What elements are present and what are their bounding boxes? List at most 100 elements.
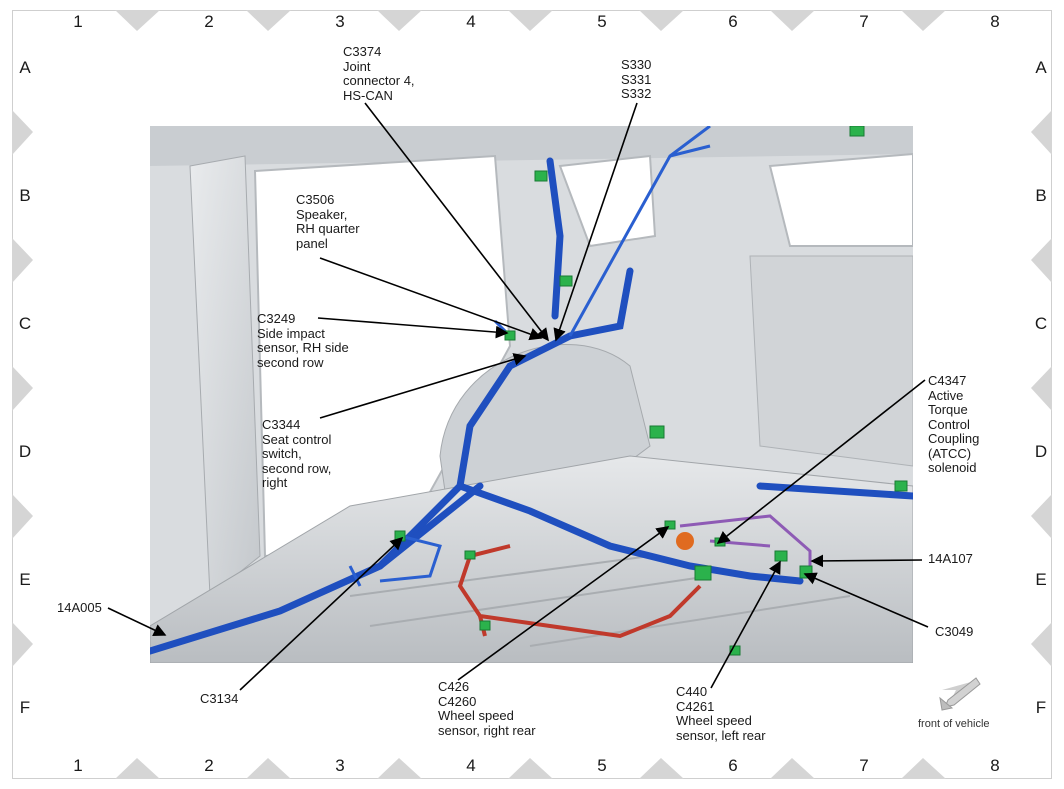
connector-green — [649, 425, 665, 439]
leader-c3344 — [319, 353, 527, 419]
leader-c3049 — [803, 572, 929, 628]
grid-row-d-right: D — [1034, 442, 1048, 461]
border-tri — [377, 758, 422, 779]
connector-green — [774, 550, 788, 562]
border-tri — [12, 238, 33, 283]
callout-c3506: C3506 Speaker, RH quarter panel — [296, 192, 360, 251]
callout-c4347-desc-1: Active — [928, 387, 964, 403]
callout-c3374-desc-2: connector 4, — [343, 73, 415, 88]
callout-c4347-desc-4: Coupling — [928, 431, 980, 446]
connector-green — [729, 645, 741, 656]
border-tri — [901, 10, 946, 31]
border-tri — [115, 758, 160, 779]
callout-s332-code: S332 — [621, 86, 652, 101]
grid-row-a-right: A — [1035, 58, 1047, 77]
callout-c3374: C3374 Joint connector 4, HS-CAN — [343, 44, 415, 103]
callout-c3374-desc-1: Joint — [343, 58, 371, 74]
leader-c3506 — [319, 257, 543, 341]
grid-col-5: 5 — [597, 12, 607, 31]
callout-c440: C440 C4261 Wheel speed sensor, left rear — [676, 684, 766, 743]
grid-col-1: 1 — [73, 12, 83, 31]
callout-c440-code: C440 — [676, 684, 708, 699]
grid-col-3-bottom: 3 — [335, 756, 345, 775]
border-tri — [12, 494, 33, 539]
callout-14a005: 14A005 — [57, 600, 102, 616]
grid-row-c-right: C — [1034, 314, 1048, 333]
border-tri — [12, 622, 33, 667]
leader-c4347 — [716, 379, 926, 544]
grid-row-d: D — [18, 442, 32, 461]
callout-c3249-desc-1: Side impact — [257, 325, 325, 341]
border-tri — [1031, 110, 1052, 155]
border-tri — [508, 10, 553, 31]
callout-c3344-desc-4: right — [262, 475, 288, 490]
callout-c3049-code: C3049 — [935, 624, 974, 639]
grid-row-e-right: E — [1035, 570, 1047, 589]
leader-c440 — [710, 560, 781, 689]
floor-ribs — [349, 555, 851, 647]
callout-c3506-desc-1: Speaker, — [296, 206, 348, 222]
border-tri — [1031, 238, 1052, 283]
leader-c426 — [457, 526, 670, 681]
grid-col-4: 4 — [466, 12, 476, 31]
connector-green — [664, 520, 676, 530]
connector-green — [534, 170, 548, 182]
grid-row-e: E — [19, 570, 31, 589]
border-tri — [246, 10, 291, 31]
grid-col-1-bottom: 1 — [73, 756, 83, 775]
grid-row-f: F — [19, 698, 31, 717]
border-tri — [1031, 366, 1052, 411]
callout-c3134-code: C3134 — [200, 691, 239, 706]
callout-14a107: 14A107 — [928, 551, 973, 567]
callout-c4347-desc-2: Torque — [928, 402, 968, 417]
connector-green — [559, 275, 573, 287]
connector-green — [894, 480, 908, 492]
floor-pan — [150, 455, 913, 663]
leader-s330 — [553, 102, 638, 342]
callout-14a107-code: 14A107 — [928, 551, 973, 566]
callout-c4347-code: C4347 — [928, 373, 967, 388]
callout-c3374-desc-3: HS-CAN — [343, 87, 393, 103]
grid-col-5-bottom: 5 — [597, 756, 607, 775]
callout-c426-code: C426 — [438, 679, 470, 694]
callout-c4347: C4347 Active Torque Control Coupling (AT… — [928, 373, 980, 476]
grid-col-6: 6 — [728, 12, 738, 31]
border-tri — [639, 10, 684, 31]
leader-c3374 — [364, 102, 549, 342]
grid-row-f-right: F — [1035, 698, 1047, 717]
callout-c440-desc-1: Wheel speed — [676, 713, 752, 728]
grid-col-2-bottom: 2 — [204, 756, 214, 775]
border-tri — [12, 366, 33, 411]
blue-thin-wires — [348, 126, 711, 587]
border-tri — [770, 10, 815, 31]
rear-right-window — [768, 152, 913, 247]
leader-14a005 — [107, 607, 167, 636]
callout-c4347-desc-5: (ATCC) — [928, 445, 972, 461]
grid-row-b-right: B — [1035, 186, 1047, 205]
callout-c3506-code: C3506 — [296, 192, 335, 207]
callout-c3344-desc-3: second row, — [262, 460, 332, 476]
callout-c440-desc-2: sensor, left rear — [676, 727, 766, 743]
connector-green — [479, 620, 491, 631]
callout-s331-code: S331 — [621, 71, 652, 87]
atcc-coupling — [676, 532, 694, 550]
front-arrow-icon — [939, 677, 981, 711]
border-tri — [115, 10, 160, 31]
callout-s330-code: S330 — [621, 57, 652, 72]
border-tri — [901, 758, 946, 779]
grid-row-c: C — [18, 314, 32, 333]
callout-c3049: C3049 — [935, 624, 974, 640]
b-pillar — [189, 155, 261, 598]
connector-green — [464, 550, 476, 560]
right-rear-structure — [749, 255, 913, 467]
grid-col-2: 2 — [204, 12, 214, 31]
grid-row-a: A — [19, 58, 31, 77]
leader-c3134 — [239, 536, 404, 691]
border-tri — [770, 758, 815, 779]
grid-col-6-bottom: 6 — [728, 756, 738, 775]
callout-c3374-code: C3374 — [343, 44, 382, 59]
connector-green — [694, 565, 712, 581]
border-tri — [1031, 622, 1052, 667]
